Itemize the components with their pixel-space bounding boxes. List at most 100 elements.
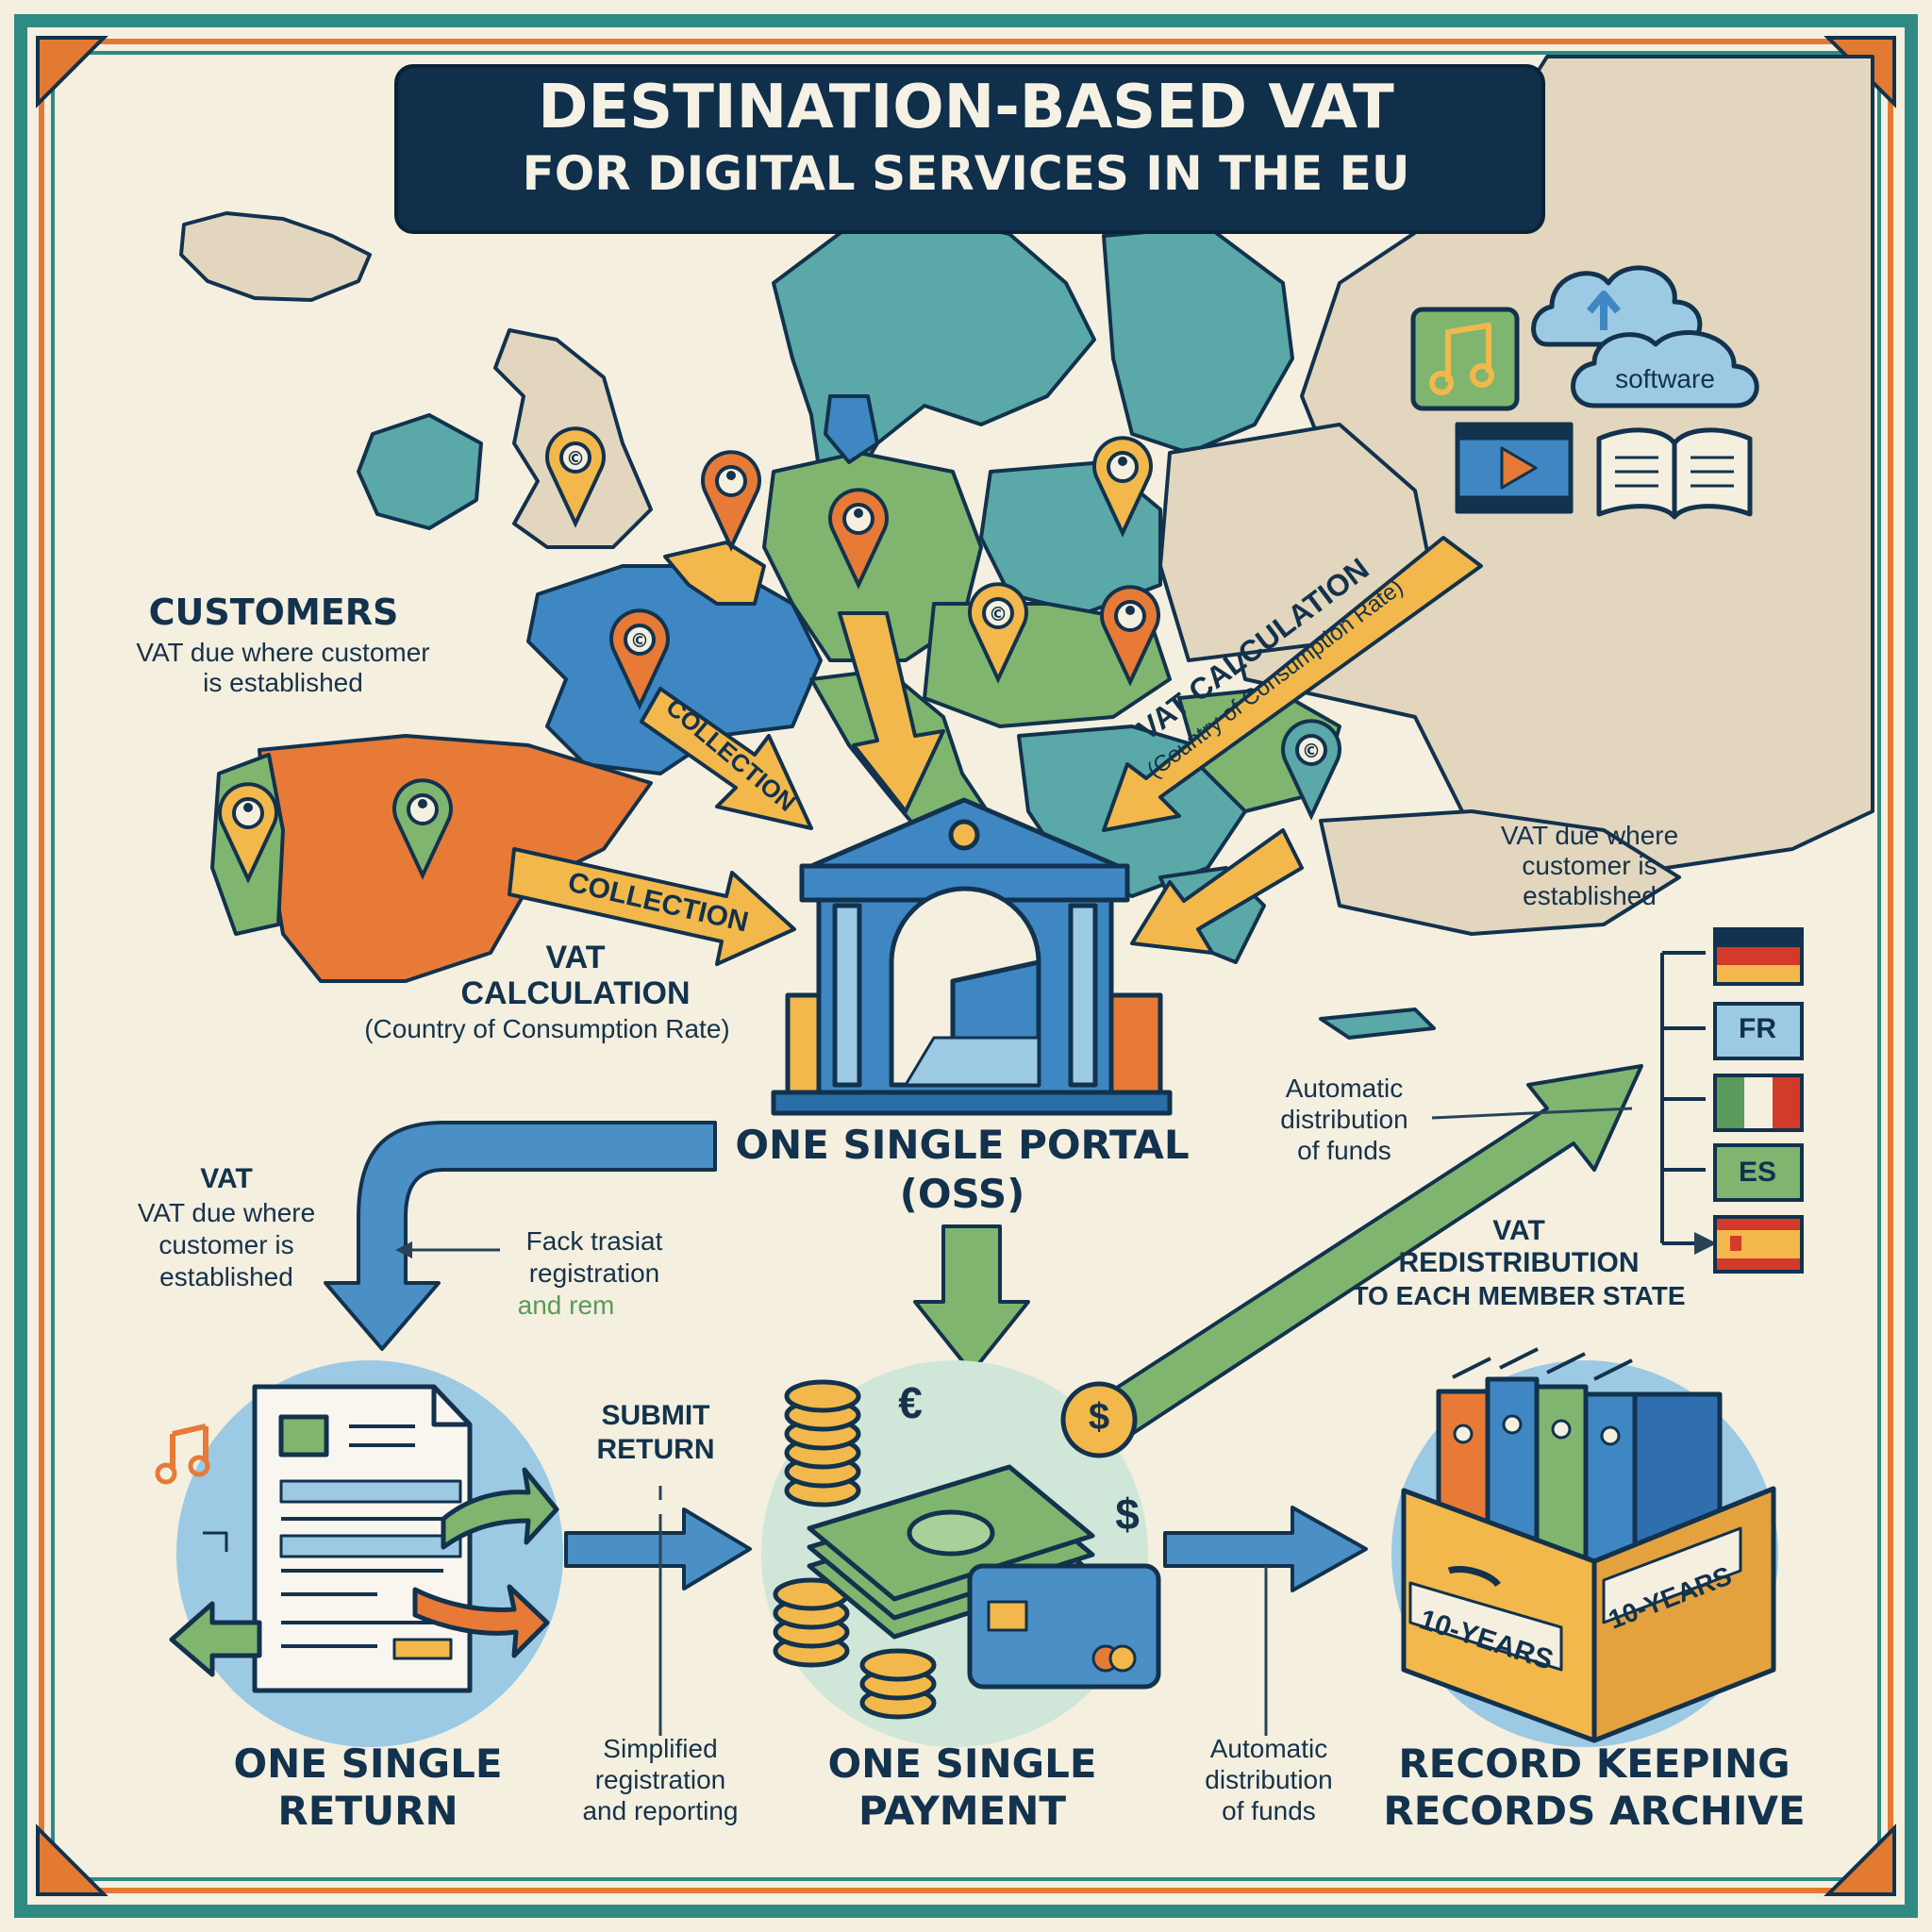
flag-france: [1713, 1002, 1804, 1060]
pin-customer-icon: [218, 782, 278, 884]
dollar-symbol: $: [1115, 1490, 1140, 1539]
music-note-icon: [155, 1424, 210, 1485]
left-vat-line2: VAT due where: [137, 1198, 316, 1227]
software-label: software: [1615, 364, 1715, 393]
pin-customer-icon: [1100, 585, 1160, 687]
redistribution-line1: VAT: [1492, 1215, 1545, 1246]
vat-calc-label-line1: VAT: [545, 940, 606, 975]
collection-arrows: [508, 536, 1483, 966]
page-title: DESTINATION-BASED VAT: [538, 73, 1394, 142]
simplified-line3: and reporting: [582, 1796, 739, 1825]
benelux: [663, 541, 766, 606]
right-note-line2: customer is: [1522, 851, 1657, 880]
simplified-line2: registration: [594, 1765, 726, 1794]
right-note-line1: VAT due where: [1500, 821, 1679, 850]
flag-fr-label: FR: [1739, 1013, 1776, 1044]
svg-text:©: ©: [566, 447, 585, 470]
arrow-germany-down: [838, 611, 945, 813]
pin-customer-icon: [392, 778, 453, 880]
left-vat-line1: VAT: [200, 1163, 253, 1194]
coin-stack-icon: [773, 1379, 937, 1720]
green-arrow-right: [441, 1467, 559, 1550]
redistribution-line3: TO EACH MEMBER STATE: [1352, 1281, 1686, 1310]
archive-box-icon: [1401, 1486, 1776, 1743]
page-subtitle: FOR DIGITAL SERVICES IN THE EU: [522, 146, 1410, 201]
payment-title-line1: ONE SINGLE: [827, 1740, 1097, 1787]
auto-dist-lower-line2: distribution: [1205, 1765, 1333, 1794]
portal-title-line2: (OSS): [899, 1171, 1025, 1217]
arrow-collection-lower: [508, 847, 796, 966]
right-note-line3: established: [1523, 881, 1657, 910]
auto-dist-upper-line3: of funds: [1297, 1136, 1391, 1165]
dollar-coin-icon: [1060, 1381, 1138, 1458]
return-title-line2: RETURN: [277, 1788, 458, 1834]
left-vat-line3: customer is: [158, 1230, 294, 1259]
decorative-frame: [14, 14, 1918, 1918]
return-title-line1: ONE SINGLE: [233, 1740, 503, 1787]
green-arrow-left: [169, 1601, 262, 1677]
ireland: [357, 413, 483, 530]
payment-illustration: [761, 1360, 1161, 1747]
flow-arrows: [324, 1064, 1643, 1592]
arrow-vat-calculation: [1102, 536, 1483, 832]
software-cloud-icon: [1571, 330, 1759, 408]
archive-illustration: [1391, 1347, 1778, 1747]
arrow-portal-to-return: [324, 1121, 717, 1351]
euro-symbol: €: [898, 1378, 923, 1427]
svg-text:©: ©: [989, 603, 1008, 625]
pin-customer-icon: [828, 488, 889, 590]
left-vat-line4: established: [159, 1262, 293, 1291]
fack-note-line3: and rem: [517, 1291, 615, 1320]
pin-customer-icon: [1092, 436, 1153, 538]
cloud-upload-icon: [1531, 265, 1703, 347]
pin-customer-icon: ©: [968, 582, 1028, 684]
arrow-return-to-payment: [564, 1507, 752, 1591]
spain: [258, 734, 653, 983]
auto-dist-upper-line2: distribution: [1280, 1105, 1408, 1134]
scandinavia: [772, 215, 1096, 492]
redistribution-line2: REDISTRIBUTION: [1398, 1247, 1640, 1278]
fack-note-line1: Fack trasiat: [525, 1226, 663, 1256]
pin-customer-icon: ©: [1281, 719, 1341, 821]
music-icon: [1410, 307, 1520, 411]
vat-calc-label-line2: CALCULATION: [460, 975, 691, 1011]
video-icon: [1455, 422, 1574, 514]
denmark: [824, 394, 879, 464]
arrow-collection-upper: [640, 687, 813, 830]
submit-return-line1: SUBMIT: [601, 1400, 710, 1431]
ebook-icon: [1596, 427, 1753, 520]
vat-calc-label-line3: (Country of Consumption Rate): [364, 1014, 730, 1043]
coin-dollar-symbol: $: [1088, 1396, 1110, 1438]
auto-dist-lower-line1: Automatic: [1209, 1734, 1328, 1763]
records-title-line1: RECORD KEEPING: [1398, 1740, 1790, 1787]
arrow-payment-to-archive: [1163, 1506, 1368, 1592]
submit-return-line2: RETURN: [596, 1434, 715, 1465]
turkey: [1319, 809, 1681, 936]
banknote-stack-icon: [807, 1464, 1095, 1640]
iceland: [179, 211, 372, 302]
flag-germany: [1713, 927, 1804, 986]
connector-lines: [395, 1107, 1633, 1736]
member-state-flags: [1660, 927, 1804, 1274]
flag-es-label: ES: [1738, 1157, 1777, 1188]
digital-services: [1410, 265, 1759, 520]
pin-customer-icon: ©: [545, 426, 606, 528]
customers-text-line1: VAT due where customer: [136, 638, 430, 667]
pin-customer-icon: [701, 450, 761, 552]
credit-card-icon: [967, 1563, 1161, 1690]
portal-building-icon: [771, 797, 1173, 1116]
title-banner: [394, 64, 1545, 234]
svg-text:©: ©: [630, 629, 649, 652]
customers-text-line2: is established: [203, 668, 363, 697]
arrow-payment-to-states: [1102, 1064, 1643, 1436]
return-illustration: [155, 1360, 563, 1747]
auto-dist-upper-line1: Automatic: [1285, 1074, 1404, 1103]
arrow-portal-to-payment: [913, 1224, 1030, 1374]
customers-heading: CUSTOMERS: [148, 591, 399, 633]
flag-italy: [1713, 1074, 1804, 1132]
payment-title-line2: PAYMENT: [858, 1788, 1067, 1834]
crete: [1319, 1008, 1436, 1040]
location-pins: © © © ©: [218, 426, 1341, 884]
